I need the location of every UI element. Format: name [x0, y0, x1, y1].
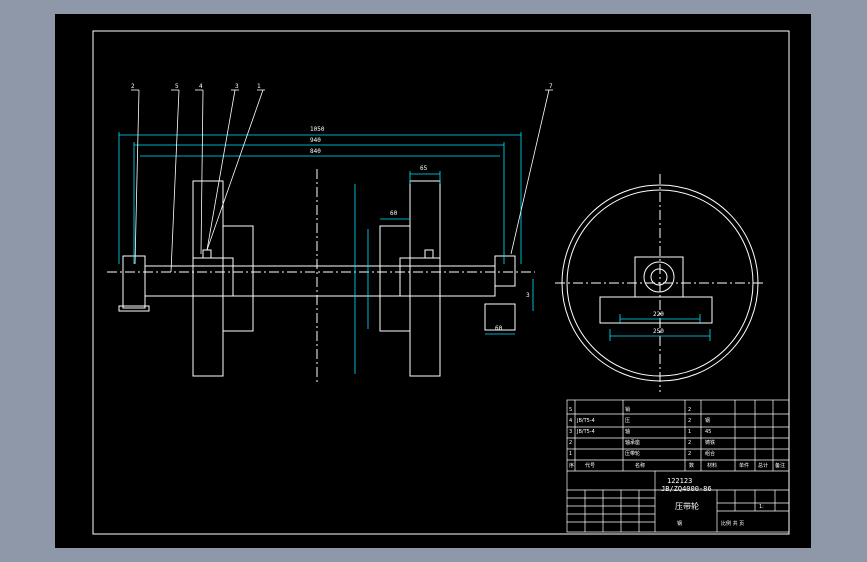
drawing-number: JB/ZQ4000-86: [661, 485, 712, 493]
tb-header-note: 备注: [775, 462, 785, 469]
right-hub: [379, 225, 411, 332]
right-drum: [409, 180, 441, 377]
dim-bracket-h: 3: [526, 292, 530, 299]
dim-foot-w: 60: [495, 325, 503, 332]
left-bolt: [202, 249, 212, 259]
tb-header-mat: 材料: [707, 462, 717, 469]
parts-row-1-code: JB/T5-4: [576, 418, 595, 424]
title-block: [566, 399, 790, 533]
parts-row-0-no: 5: [569, 407, 572, 413]
parts-row-2-mat: 45: [705, 429, 711, 435]
left-hub: [222, 225, 254, 332]
parts-row-4-name: 压带轮: [625, 450, 640, 457]
parts-row-4-qty: 2: [688, 451, 691, 457]
tb-header-name: 名称: [635, 462, 645, 469]
parts-row-1-name: 压: [625, 418, 630, 424]
drawing-number-top: 122123: [667, 477, 692, 485]
leader-lines: [131, 89, 553, 273]
parts-row-0-name: 销: [625, 406, 630, 413]
parts-row-4-no: 1: [569, 451, 572, 457]
parts-row-3-no: 2: [569, 440, 572, 446]
drawing-border: [92, 30, 790, 535]
tb-header-qty: 数: [689, 462, 694, 469]
pillow-base: [599, 296, 713, 324]
tb-header-no: 序: [569, 462, 574, 469]
cad-viewport[interactable]: 1050 940 840 65 60 3 60 2 5 4 3 1 7: [55, 14, 811, 548]
material-note: 钢: [677, 520, 682, 527]
front-dimensions: [118, 132, 534, 374]
parts-row-1-no: 4: [569, 418, 572, 424]
pillow-block: [634, 256, 684, 298]
parts-row-1-mat: 钢: [705, 417, 710, 424]
parts-row-2-name: 轴: [625, 428, 630, 435]
unit-row: 比例 共 页: [721, 520, 744, 527]
right-bolt: [424, 249, 434, 259]
balloon-5: 5: [175, 83, 179, 90]
parts-row-4-mat: 组合: [705, 450, 715, 457]
tb-header-total: 总计: [758, 462, 768, 469]
part-name: 压带轮: [675, 501, 699, 511]
balloon-4: 4: [199, 83, 203, 90]
balloon-3: 3: [235, 83, 239, 90]
dim-overall-2: 940: [310, 137, 321, 144]
left-bearing-foot: [118, 305, 150, 312]
parts-row-0-qty: 2: [688, 407, 691, 413]
parts-row-3-mat: 铸铁: [705, 439, 715, 446]
dim-overall-1: 1050: [310, 126, 325, 133]
right-clamp: [399, 257, 441, 297]
side-view: [555, 174, 765, 392]
tb-header-code: 代号: [585, 462, 595, 469]
front-view: [107, 169, 535, 384]
parts-row-3-name: 轴承座: [625, 439, 640, 446]
dim-drum-width: 65: [420, 165, 428, 172]
dim-hub-width: 60: [390, 210, 398, 217]
right-bearing-foot: [484, 303, 516, 331]
parts-row-1-qty: 2: [688, 418, 691, 424]
bearing-circle: [643, 261, 675, 293]
dim-base-220: 220: [653, 311, 664, 318]
dim-base-250: 250: [653, 328, 664, 335]
balloon-7: 7: [549, 83, 553, 90]
balloon-1: 1: [257, 83, 261, 90]
dim-overall-3: 840: [310, 148, 321, 155]
left-clamp: [192, 257, 234, 297]
scale-value: 1:: [759, 504, 764, 510]
cad-drawing: 1050 940 840 65 60 3 60 2 5 4 3 1 7: [92, 30, 790, 535]
shaft-circle: [650, 268, 668, 286]
shaft: [144, 265, 496, 297]
parts-row-3-qty: 2: [688, 440, 691, 446]
tb-header-single: 单件: [739, 462, 749, 469]
balloon-2: 2: [131, 83, 135, 90]
side-dimensions: [609, 314, 711, 341]
parts-row-2-code: JB/T5-4: [576, 429, 595, 435]
parts-row-2-qty: 1: [688, 429, 691, 435]
right-bearing: [494, 255, 516, 287]
left-drum: [192, 180, 224, 377]
parts-row-2-no: 3: [569, 429, 572, 435]
